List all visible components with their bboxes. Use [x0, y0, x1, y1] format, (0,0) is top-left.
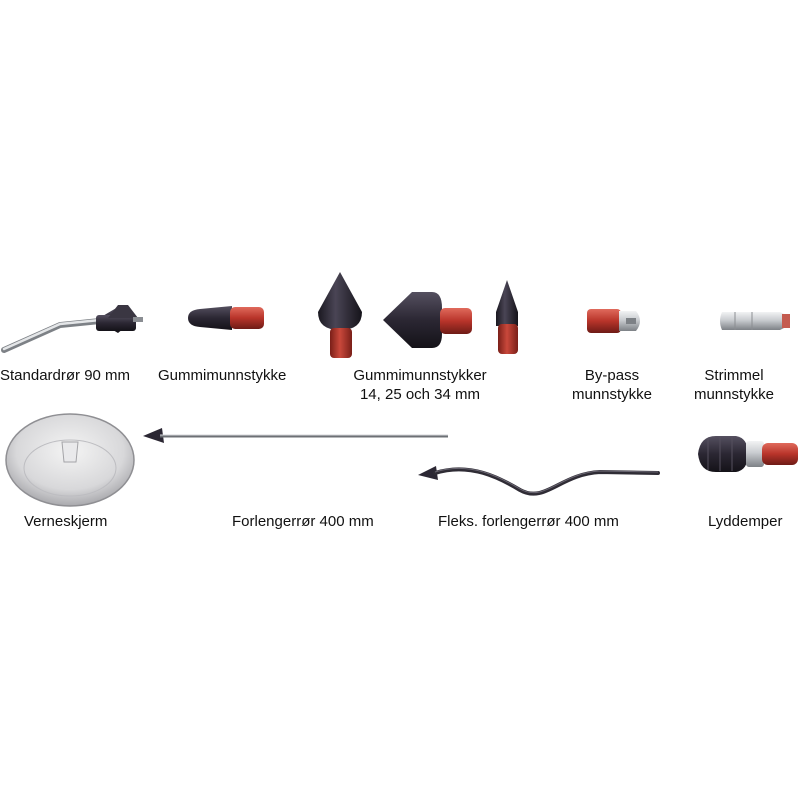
rubber-nozzles-set-label-line-1: Gummimunnstykker [353, 367, 487, 384]
extension-tube-label-line-1: Forlengerrør 400 mm [232, 513, 374, 530]
protective-shield-label-line-1: Verneskjerm [24, 513, 108, 530]
standard-tube-label-line-1: Standardrør 90 mm [0, 367, 131, 384]
flex-extension-tube-icon [418, 466, 660, 496]
rubber-nozzle-label-line-1: Gummimunnstykke [158, 367, 287, 384]
standard-tube-icon [1, 305, 143, 353]
bypass-nozzle-label-line-2: munnstykke [571, 386, 653, 403]
bypass-nozzle-label: By-pass munnstykke [562, 366, 662, 404]
silencer-icon [698, 436, 798, 472]
silencer-label-line-1: Lyddemper [708, 513, 783, 530]
strip-nozzle-label-line-2: munnstykke [693, 386, 775, 403]
extension-tube-icon [143, 428, 448, 443]
strip-nozzle-label-line-1: Strimmel [704, 367, 764, 384]
protective-shield-label: Verneskjerm [24, 512, 107, 531]
rubber-nozzles-set-label: Gummimunnstykker 14, 25 och 34 mm [340, 366, 500, 404]
protective-shield-icon [5, 413, 135, 507]
flex-extension-tube-label-line-1: Fleks. forlengerrør 400 mm [438, 513, 619, 530]
standard-tube-label: Standardrør 90 mm [0, 366, 130, 385]
rubber-nozzles-set-icon [318, 272, 518, 358]
strip-nozzle-label: Strimmel munnstykke [684, 366, 784, 404]
silencer-label: Lyddemper [708, 512, 783, 531]
rubber-nozzles-set-label-line-2: 14, 25 och 34 mm [359, 386, 481, 403]
bypass-nozzle-label-line-1: By-pass [584, 367, 640, 384]
strip-nozzle-icon [720, 312, 790, 330]
flex-extension-tube-label: Fleks. forlengerrør 400 mm [438, 512, 619, 531]
extension-tube-label: Forlengerrør 400 mm [232, 512, 374, 531]
rubber-nozzle-icon [188, 306, 264, 330]
bypass-nozzle-icon [587, 309, 640, 333]
rubber-nozzle-label: Gummimunnstykke [158, 366, 286, 385]
